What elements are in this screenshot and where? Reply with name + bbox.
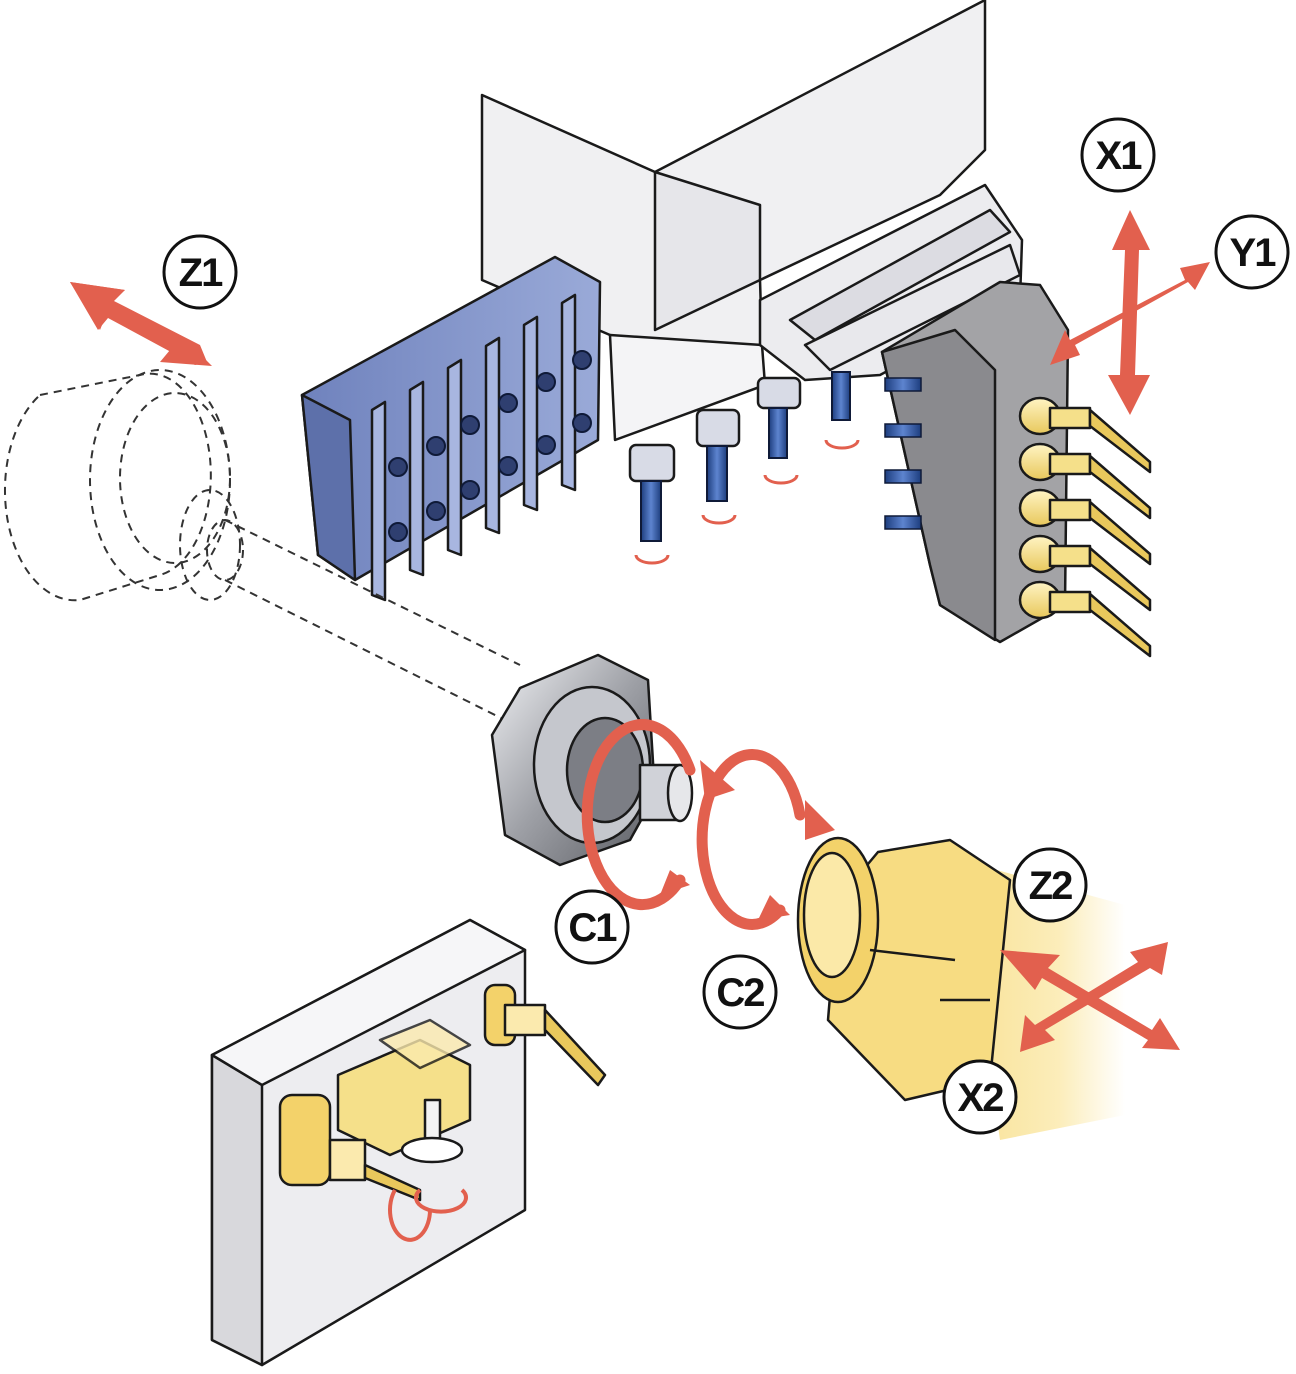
live-tool-stack [1018, 396, 1152, 658]
svg-text:C2: C2 [716, 971, 764, 1015]
aux-rotation-arrows [388, 1188, 468, 1242]
angle-head [278, 983, 607, 1202]
svg-text:Z1: Z1 [179, 251, 223, 295]
axis-label-c1: C1 [554, 889, 630, 965]
z1-motion-arrow [70, 282, 212, 366]
drill-4 [824, 371, 860, 450]
x1-y1-motion-arrow [1050, 210, 1210, 415]
main-spindle-ghost [3, 369, 521, 721]
svg-text:Z2: Z2 [1029, 864, 1072, 908]
turret [880, 280, 1152, 658]
svg-text:C1: C1 [568, 906, 617, 950]
axis-label-z1: Z1 [162, 234, 238, 310]
svg-text:Y1: Y1 [1230, 231, 1277, 275]
drill-2 [695, 408, 741, 525]
axis-label-y1: Y1 [1214, 214, 1290, 290]
svg-text:X2: X2 [958, 1076, 1004, 1120]
auxiliary-tool-block [210, 918, 607, 1367]
drill-1 [628, 443, 676, 565]
turret-blue-drills [884, 377, 922, 530]
z2-x2-motion-arrow [1000, 942, 1180, 1052]
axis-label-c2: C2 [702, 954, 778, 1030]
svg-text:X1: X1 [1096, 134, 1143, 178]
c2-rotation-arrow [696, 748, 835, 930]
axis-label-x2: X2 [942, 1059, 1018, 1135]
tool-slot-group [370, 293, 577, 602]
axis-label-x1: X1 [1080, 117, 1156, 193]
drill-3 [756, 376, 802, 485]
axis-label-z2: Z2 [1012, 847, 1088, 923]
bolt-grid [388, 350, 592, 542]
machine-body [480, 0, 1024, 442]
gang-tool-plate [300, 255, 602, 602]
vertical-drills [628, 371, 860, 565]
